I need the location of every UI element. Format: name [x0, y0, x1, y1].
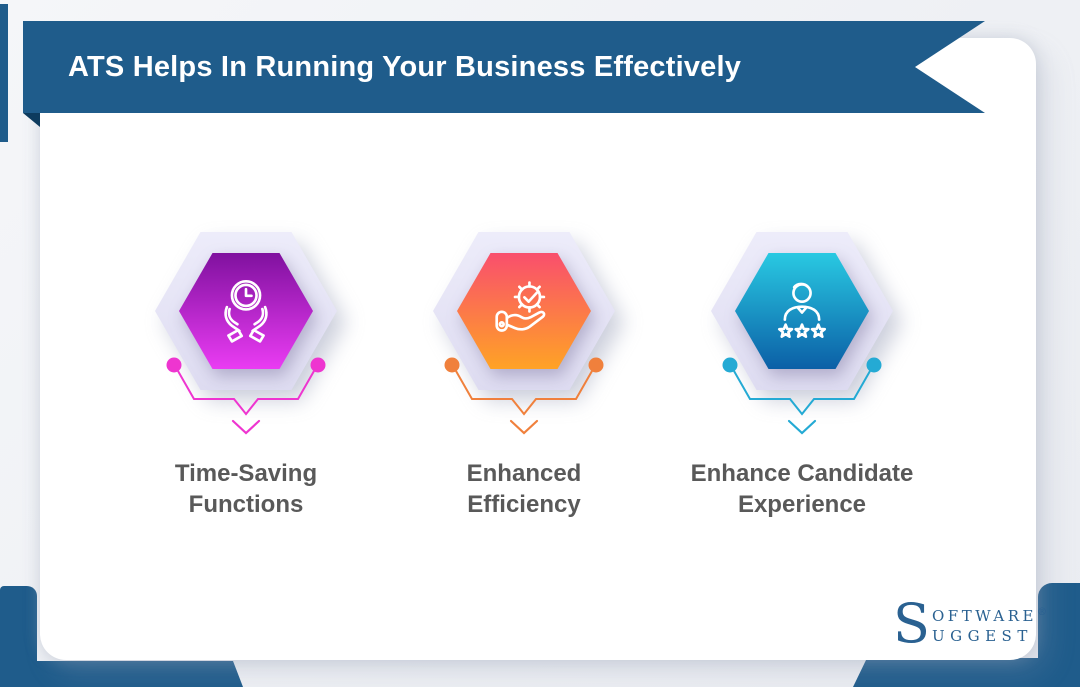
connector-dot-left [444, 357, 460, 373]
item-label-line2: Efficiency [467, 491, 581, 518]
decor-bottom-right-band [853, 658, 1080, 687]
hex-inner-shadow [663, 232, 941, 402]
registered-mark: ® [1036, 607, 1047, 618]
connector-dot-right [588, 357, 604, 373]
hex-inner-shadow [107, 232, 385, 402]
item-label: Time-Saving Functions [107, 458, 385, 520]
hands-holding-clock-icon [224, 280, 268, 343]
item-label: Enhance Candidate Experience [663, 458, 941, 520]
connector-lines [166, 357, 326, 435]
hex-inner-shadow [385, 232, 663, 402]
hand-holding-gear-icon [495, 281, 546, 332]
logo-word-top: OFTWARE® [932, 607, 1047, 625]
connector-dot-left [722, 357, 738, 373]
logo-word-bottom: UGGEST [932, 627, 1033, 645]
decor-left-edge-strip [0, 4, 8, 142]
connector-dot-right [310, 357, 326, 373]
feature-item-efficiency: Enhanced Efficiency [385, 232, 663, 532]
connector-lines [722, 357, 882, 435]
hex-inner [457, 253, 591, 369]
candidate-rating-icon [777, 282, 827, 338]
feature-item-candidate-experience: Enhance Candidate Experience [663, 232, 941, 532]
hex-inner [179, 253, 313, 369]
hex-inner [735, 253, 869, 369]
item-label-line1: Time-Saving [174, 460, 318, 487]
logo-initial: S [893, 592, 930, 655]
connector-dot-right [866, 357, 882, 373]
chevron-down-icon [509, 419, 539, 435]
item-label-line2: Experience [737, 491, 867, 518]
connector-dot-left [166, 357, 182, 373]
item-label-line1: Enhance Candidate [690, 460, 914, 487]
connector-lines [444, 357, 604, 435]
ribbon-fold [23, 113, 40, 127]
chevron-down-icon [787, 419, 817, 435]
item-label-line1: Enhanced [466, 460, 582, 487]
item-label: Enhanced Efficiency [385, 458, 663, 520]
item-label-line2: Functions [188, 491, 304, 518]
title-ribbon: ATS Helps In Running Your Business Effec… [23, 21, 985, 113]
decor-bottom-left-band [0, 661, 243, 687]
chevron-down-icon [231, 419, 261, 435]
softwaresuggest-logo: S OFTWARE® UGGEST [893, 592, 1047, 655]
feature-item-time-saving: Time-Saving Functions [107, 232, 385, 532]
page-title: ATS Helps In Running Your Business Effec… [68, 50, 742, 83]
